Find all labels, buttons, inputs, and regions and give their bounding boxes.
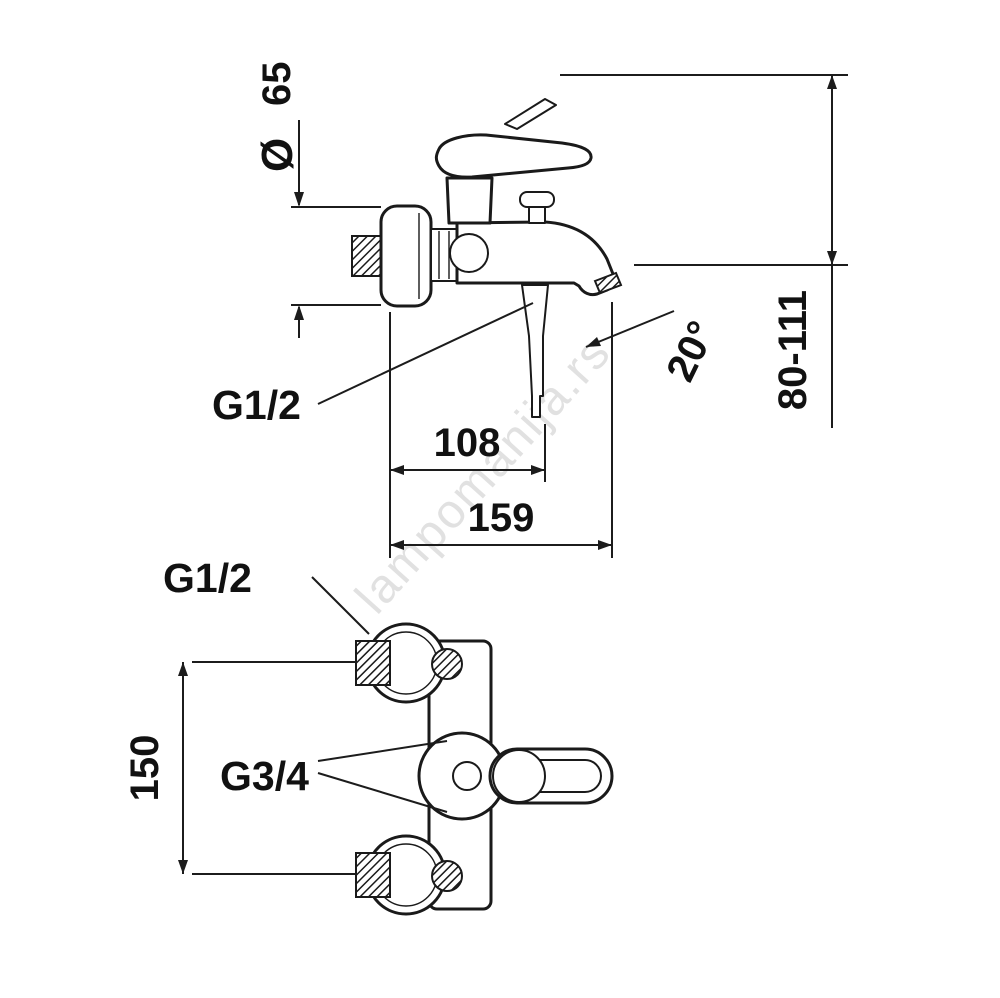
dimension-label-inlet-spacing: 150 bbox=[123, 735, 167, 802]
aerator bbox=[593, 271, 623, 295]
side-view: 65 Ø 80-111 108 159 bbox=[212, 62, 848, 558]
thread-label-outlet: G1/2 bbox=[212, 382, 301, 428]
front-view-faucet bbox=[355, 622, 614, 916]
cartridge-neck bbox=[445, 176, 494, 225]
angle-line bbox=[585, 310, 675, 348]
leader-line bbox=[317, 740, 448, 762]
dimension-label-spout-angle: 20° bbox=[658, 314, 724, 388]
label-outlet-thread: G1/2 bbox=[212, 302, 534, 428]
arrowhead bbox=[390, 465, 404, 475]
arrowhead bbox=[586, 337, 601, 347]
arrowhead bbox=[827, 75, 837, 89]
handle-raised-tip bbox=[504, 98, 557, 130]
label-inlet-thread: G1/2 bbox=[163, 555, 370, 635]
body-boss bbox=[449, 233, 489, 273]
arrowhead bbox=[531, 465, 545, 475]
hose-outlet-cone bbox=[521, 284, 549, 418]
leader-line bbox=[317, 772, 448, 813]
arrowhead bbox=[294, 305, 304, 320]
handle-pivot bbox=[492, 749, 546, 803]
side-view-faucet bbox=[351, 98, 623, 418]
front-view: G1/2 G3/4 150 bbox=[123, 555, 614, 916]
diverter-knob-cap bbox=[519, 191, 555, 208]
dimension-diameter: 65 Ø bbox=[253, 62, 381, 338]
watermark-text: lampomanija.rs bbox=[346, 326, 622, 624]
diverter-knob-stem bbox=[528, 206, 546, 224]
diameter-symbol: Ø bbox=[253, 138, 302, 172]
leader-line bbox=[317, 302, 534, 405]
arrowhead bbox=[390, 540, 404, 550]
wall-flange bbox=[379, 204, 433, 308]
dimension-inlet-spacing: 150 bbox=[123, 661, 356, 875]
arrowhead bbox=[598, 540, 612, 550]
leader-line bbox=[311, 576, 370, 635]
dimension-spout-reach: 108 bbox=[389, 312, 546, 558]
dimension-label-total-depth: 159 bbox=[468, 496, 535, 540]
dimension-label-diameter-value: 65 bbox=[255, 62, 299, 107]
wall-anchor-hex bbox=[351, 235, 383, 277]
bottom-union-nut bbox=[431, 860, 463, 892]
top-union-nut bbox=[431, 648, 463, 680]
cartridge-screw bbox=[452, 761, 482, 791]
arrowhead bbox=[827, 251, 837, 265]
dimension-label-height-range: 80-111 bbox=[771, 290, 815, 410]
dimension-height: 80-111 bbox=[560, 74, 848, 428]
dimension-label-spout-reach: 108 bbox=[434, 421, 501, 465]
top-inlet-hex bbox=[355, 640, 391, 686]
arrowhead bbox=[178, 662, 188, 676]
label-union-thread: G3/4 bbox=[220, 740, 448, 813]
handle-lever bbox=[434, 133, 593, 179]
arrowhead bbox=[294, 192, 304, 207]
dimension-total-depth: 159 bbox=[390, 302, 613, 558]
thread-label-union: G3/4 bbox=[220, 753, 309, 799]
bottom-inlet-hex bbox=[355, 852, 391, 898]
thread-label-inlet: G1/2 bbox=[163, 555, 252, 601]
arrowhead bbox=[178, 860, 188, 874]
